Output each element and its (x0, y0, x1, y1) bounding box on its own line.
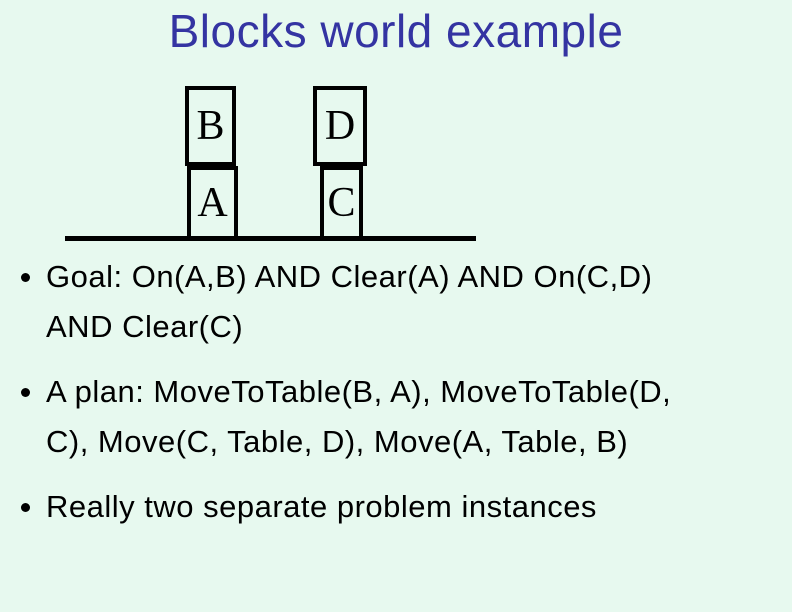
slide-title: Blocks world example (168, 5, 624, 57)
bullet-item-plan: A plan: MoveToTable(B, A), MoveToTable(D… (21, 367, 778, 467)
block-c: C (320, 166, 363, 240)
table-surface-line (65, 236, 476, 241)
bullet-dot-icon (21, 388, 30, 397)
block-a: A (187, 166, 238, 240)
block-a-label: A (197, 180, 228, 226)
bullet-item-goal: Goal: On(A,B) AND Clear(A) AND On(C,D) A… (21, 252, 778, 352)
block-b-label: B (196, 103, 225, 149)
block-d: D (313, 86, 367, 166)
bullet-dot-icon (21, 273, 30, 282)
block-d-label: D (324, 103, 356, 149)
bullet-goal-line-2: AND Clear(C) (46, 309, 244, 344)
bullet-item-instances: Really two separate problem instances (21, 482, 778, 532)
bullet-goal-line-1: Goal: On(A,B) AND Clear(A) AND On(C,D) (46, 259, 653, 294)
bullet-dot-icon (21, 503, 30, 512)
block-c-label: C (327, 180, 356, 226)
bullet-plan-line-2: C), Move(C, Table, D), Move(A, Table, B) (46, 424, 629, 459)
bullet-list: Goal: On(A,B) AND Clear(A) AND On(C,D) A… (0, 252, 792, 547)
bullet-plan-line-1: A plan: MoveToTable(B, A), MoveToTable(D… (46, 374, 672, 409)
block-b: B (185, 86, 236, 166)
bullet-instances-line-1: Really two separate problem instances (46, 489, 597, 524)
